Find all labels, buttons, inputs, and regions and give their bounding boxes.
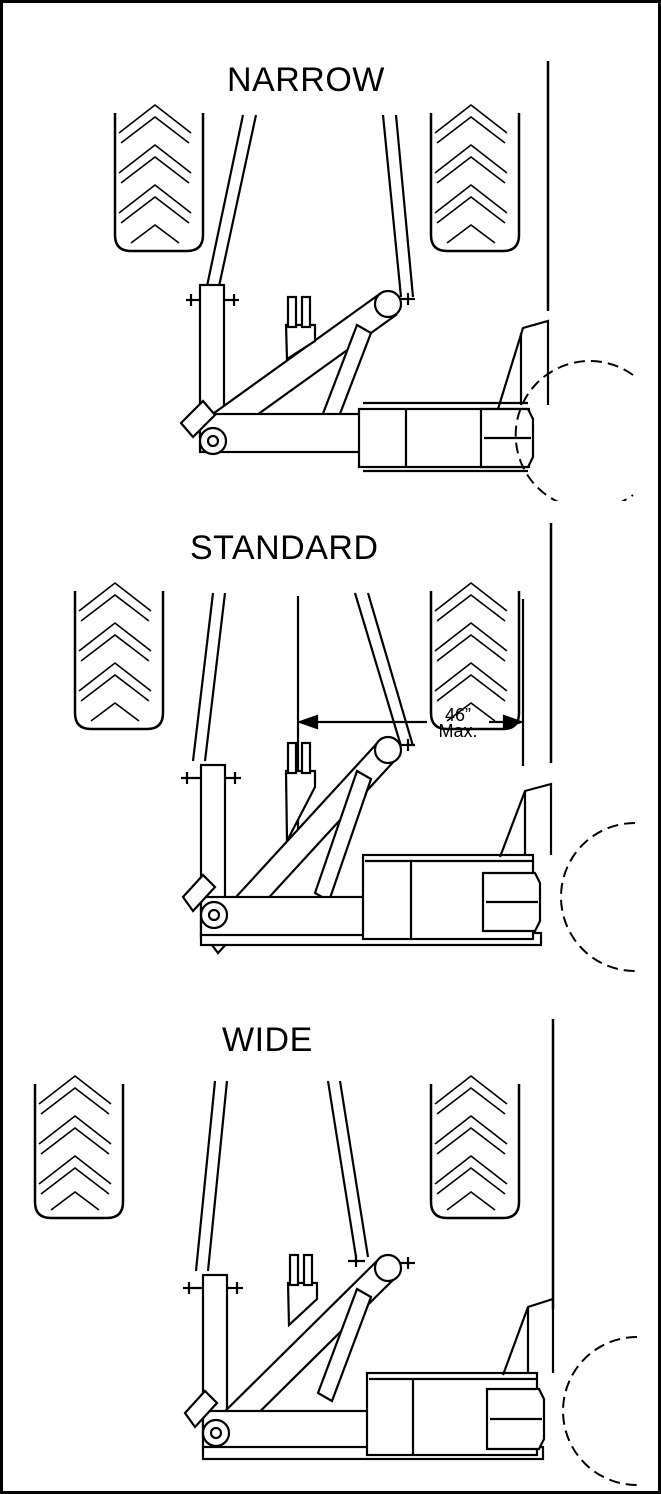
bottom-pin-center (207, 908, 221, 922)
tire-left-tread (38, 1074, 112, 1211)
wide-hitch-drawing (33, 1019, 638, 1486)
lift-link-left (191, 592, 227, 762)
tire-left-tread (118, 103, 192, 244)
clevis-ear-right (300, 295, 312, 329)
center-clevis (286, 1281, 319, 1328)
panel-standard: STANDARD 46” Max. (3, 501, 658, 999)
panel-title: STANDARD (190, 529, 379, 567)
arm-bolt (400, 1257, 415, 1269)
implement-wheel-outline (514, 360, 634, 501)
tire-left-tread (78, 581, 152, 722)
lift-link-right (381, 114, 415, 298)
link-bolt-right (348, 1255, 365, 1267)
foot-plate (179, 399, 217, 439)
bottom-pin-center (206, 434, 220, 448)
foot-plate (183, 1389, 219, 1429)
arm-pivot (373, 1253, 403, 1283)
tire-right-tread (434, 581, 508, 722)
panel-title: NARROW (227, 61, 385, 99)
tire-right (429, 581, 521, 731)
mount-bracket (496, 319, 550, 410)
clevis-ear-left (286, 295, 298, 329)
clevis-ear-right (300, 741, 312, 775)
tire-left (33, 1074, 125, 1220)
lift-link-right (326, 1080, 370, 1258)
tire-right-tread (434, 103, 508, 244)
dimension-arrowhead-left (296, 714, 319, 730)
narrow-hitch-drawing (113, 61, 634, 501)
foot-plate (181, 873, 217, 913)
lift-link-right (353, 592, 415, 747)
tire-left (73, 581, 165, 731)
panel-title: WIDE (222, 1021, 313, 1059)
bottom-pin (201, 1418, 231, 1448)
hitch-frame (179, 283, 550, 473)
hitch-frame (183, 1253, 555, 1461)
dimension-value: 46” (444, 705, 471, 725)
mount-bracket (501, 1297, 555, 1376)
lift-links (191, 592, 415, 762)
dimension-qualifier: Max. (438, 721, 478, 741)
tire-left-outline (33, 1084, 125, 1220)
arm-pivot (373, 289, 403, 319)
bottom-pin (198, 426, 228, 456)
tire-right-tread (434, 1074, 508, 1211)
bottom-pin-center (209, 1426, 223, 1440)
implement-wheel-outline (560, 822, 636, 972)
clevis-ear-left (288, 1253, 300, 1287)
bolt-left (183, 1282, 204, 1294)
clevis-ear-left (286, 741, 298, 775)
bolt-right (225, 772, 241, 784)
panel-narrow: NARROW (3, 3, 658, 501)
dimension-arrowhead-right (502, 714, 525, 730)
tire-right-outline (429, 113, 521, 253)
clevis-ear-right (302, 1253, 314, 1287)
lift-links (194, 1080, 370, 1272)
brace-strut (316, 1287, 373, 1403)
tire-left (113, 103, 205, 253)
arm-pivot (373, 735, 403, 765)
panel-wide: WIDE (3, 999, 658, 1491)
tire-left-outline (73, 591, 165, 731)
tire-left-outline (113, 113, 205, 253)
bolt-left (181, 772, 202, 784)
tire-right (429, 1074, 521, 1220)
bolt-left (186, 294, 201, 306)
bottom-pin (199, 900, 229, 930)
lift-link-left (194, 1080, 229, 1272)
bolt-right (227, 1282, 243, 1294)
tire-right (429, 103, 521, 253)
arm-bolt (400, 739, 415, 751)
tire-right-outline (429, 591, 521, 731)
standard-hitch-drawing (73, 523, 636, 972)
dimension-arrow (296, 714, 525, 730)
lift-links (204, 114, 415, 298)
tire-right-outline (429, 1084, 521, 1220)
hitch-frame (181, 735, 553, 955)
implement-wheel-outline (562, 1336, 638, 1486)
bolt-right (224, 294, 239, 306)
arm-bolt (400, 293, 415, 305)
mount-bracket (498, 782, 553, 858)
dimension-label: 46” Max. (425, 705, 491, 741)
lift-link-left (204, 114, 258, 292)
